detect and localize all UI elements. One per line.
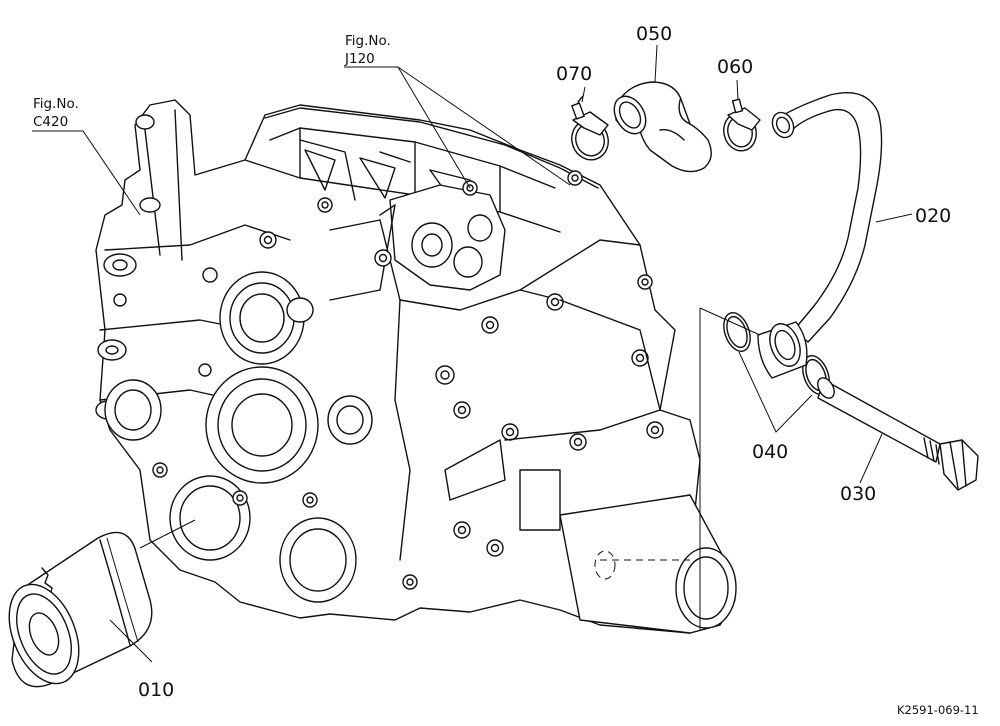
transmission-housing — [95, 99, 737, 634]
callout-040: 040 — [752, 441, 788, 463]
callout-020-leader — [875, 213, 913, 223]
callout-050: 050 — [636, 23, 672, 45]
callout-050-leader — [654, 44, 658, 83]
part-030-hollow-bolt — [817, 377, 979, 491]
pipe-union — [757, 321, 808, 379]
part-070-hose-clamp — [571, 95, 609, 161]
part-010-oil-filter — [8, 531, 153, 688]
part-020-pipe — [771, 91, 883, 343]
fig-ref-j120-line2: J120 — [344, 51, 375, 67]
fig-ref-c420-line2: C420 — [33, 114, 68, 130]
callout-030: 030 — [840, 483, 876, 505]
axis-line-2 — [699, 307, 761, 336]
callout-020: 020 — [915, 205, 951, 227]
callout-060-leader — [736, 79, 739, 101]
fig-ref-c420-line1: Fig.No. — [33, 96, 79, 112]
fig-ref-j120-line1: Fig.No. — [345, 33, 391, 49]
fig-c420-leader — [32, 130, 141, 216]
callout-060: 060 — [717, 56, 753, 78]
fig-j120-leader-2 — [397, 66, 571, 186]
callout-010-leader — [109, 619, 153, 663]
callout-040-leader — [738, 351, 813, 433]
drawing-code: K2591-069-11 — [897, 703, 979, 717]
callout-030-leader — [859, 433, 883, 484]
callout-070: 070 — [556, 63, 592, 85]
callout-010: 010 — [138, 679, 174, 701]
part-050-elbow-hose — [613, 81, 712, 173]
part-060-hose-clamp — [723, 98, 761, 152]
callout-070-leader — [581, 86, 586, 103]
filter-leader-line — [139, 519, 196, 549]
